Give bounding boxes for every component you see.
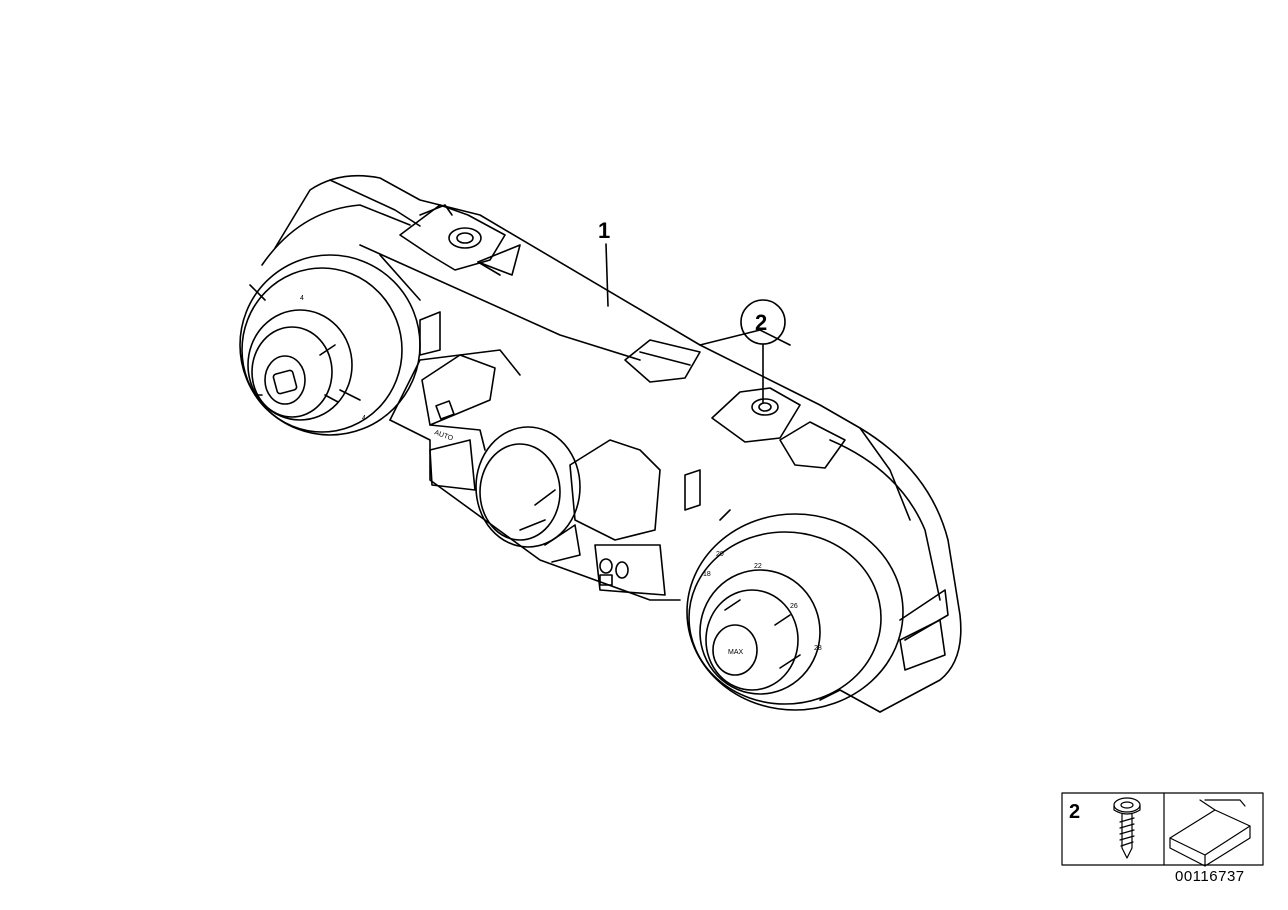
screw-icon	[1113, 797, 1141, 859]
callout-2-label: 2	[755, 310, 767, 335]
svg-text:18: 18	[703, 571, 711, 578]
mounting-clip-left	[399, 204, 521, 276]
knob-markings: 4 4 AUTO 18 20 22 26 28 MAX	[300, 295, 822, 656]
center-button-block	[421, 354, 666, 596]
parts-legend-box	[1061, 792, 1264, 867]
legend-step-symbol	[1169, 799, 1251, 867]
right-control-knob	[686, 509, 949, 711]
legend-item-number: 2	[1069, 801, 1080, 823]
svg-text:20: 20	[716, 551, 724, 558]
callout-1-leader	[605, 243, 609, 307]
document-number: 00116737	[1175, 868, 1245, 885]
left-control-knob	[239, 254, 421, 436]
svg-text:28: 28	[814, 645, 822, 652]
climate-control-unit	[239, 174, 962, 713]
mounting-clip-middle	[624, 339, 701, 383]
svg-text:MAX: MAX	[728, 649, 744, 656]
svg-text:22: 22	[754, 563, 762, 570]
svg-text:4: 4	[300, 295, 304, 302]
svg-text:AUTO: AUTO	[433, 429, 454, 442]
mounting-clip-right	[711, 387, 846, 469]
center-control-knob	[475, 426, 581, 563]
svg-text:4: 4	[362, 415, 366, 422]
svg-text:26: 26	[790, 603, 798, 610]
callout-1-label: 1	[598, 218, 610, 243]
